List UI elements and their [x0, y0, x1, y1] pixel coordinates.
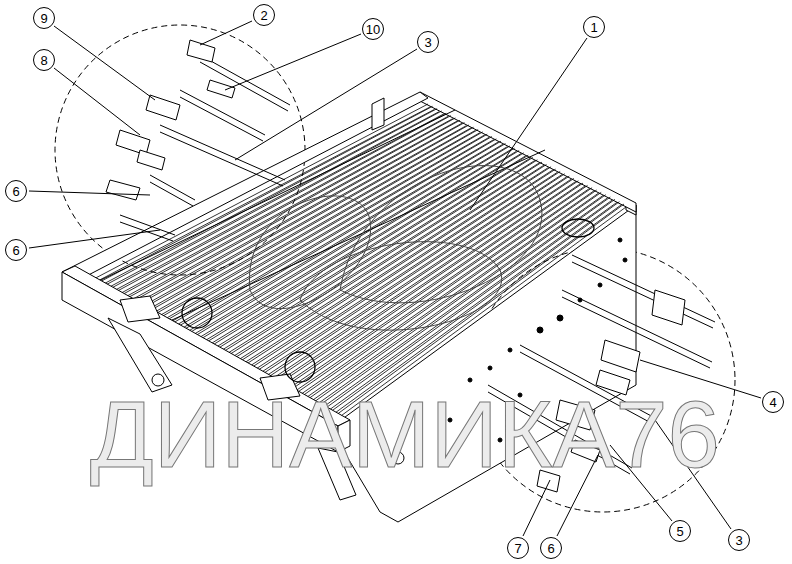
callout-circle: 8	[33, 49, 55, 71]
grate-slat	[247, 169, 558, 373]
callout-number: 6	[12, 244, 19, 257]
grate-slat	[105, 111, 444, 295]
callout-circle: 4	[762, 391, 784, 413]
leader-lines	[29, 21, 761, 536]
grate-slat	[213, 155, 530, 354]
callout-number: 3	[735, 534, 742, 547]
watermark: ДИНАМИКА76	[90, 388, 720, 482]
callout-circle: 2	[253, 4, 275, 26]
grate-slat	[309, 195, 607, 409]
left-rail	[62, 92, 428, 282]
grate-slat	[281, 183, 585, 392]
grate-slat	[315, 197, 612, 411]
callout-number: 7	[514, 542, 521, 555]
rail-bracket	[372, 98, 384, 130]
grate-slat	[264, 176, 571, 383]
callout-circle: 3	[728, 529, 750, 551]
grate-slat	[236, 164, 549, 367]
callout-circle: 6	[5, 239, 27, 261]
grate-slat	[253, 171, 563, 376]
callout-number: 6	[12, 185, 19, 198]
callout-number: 6	[547, 542, 554, 555]
callout-number: 1	[590, 21, 597, 34]
grate-slat	[224, 160, 539, 361]
back-rail	[420, 92, 636, 212]
grate-slat	[207, 153, 526, 352]
grate-slat	[258, 174, 567, 380]
grate-slat	[99, 109, 439, 292]
callout-number: 9	[40, 12, 47, 25]
callout-circle: 6	[540, 537, 562, 559]
callout-circle: 6	[5, 180, 27, 202]
grate-slat	[270, 178, 576, 386]
callout-circle: 3	[417, 31, 439, 53]
callout-circle: 9	[33, 7, 55, 29]
support-leg	[108, 318, 172, 392]
callout-number: 10	[366, 23, 380, 36]
callout-number: 5	[676, 525, 683, 538]
callout-number: 4	[769, 396, 776, 409]
grate-slat	[275, 181, 580, 390]
callout-number: 2	[260, 9, 267, 22]
callout-circle: 10	[362, 18, 384, 40]
callout-number: 3	[424, 36, 431, 49]
callout-circle: 5	[669, 520, 691, 542]
grate-slat	[230, 162, 544, 364]
grate-slat	[219, 157, 535, 357]
grate-slat	[94, 106, 435, 288]
callout-circle: 7	[507, 537, 529, 559]
grate-slat	[287, 185, 590, 395]
callout-number: 8	[40, 54, 47, 67]
callout-circle: 1	[583, 16, 605, 38]
